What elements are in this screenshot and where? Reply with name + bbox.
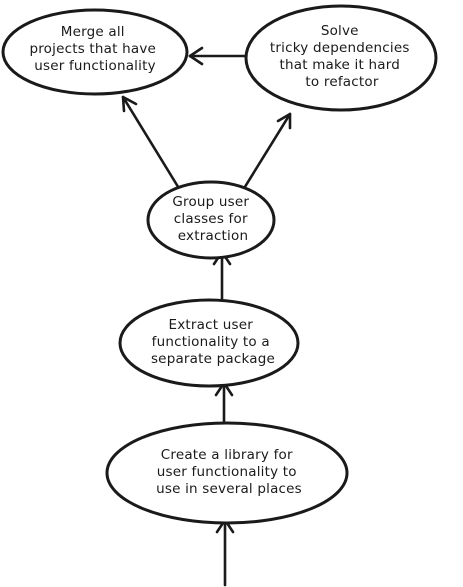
node-merge-line-3: user functionality — [34, 58, 156, 74]
edge-extract-to-group — [212, 250, 232, 304]
node-solve-line-4: to refactor — [305, 74, 378, 90]
edge-group-to-merge — [121, 95, 182, 192]
node-create-line-2: user functionality to — [157, 464, 297, 480]
node-create-shape — [105, 421, 349, 525]
edge-solve-to-merge — [188, 46, 252, 66]
node-extract-line-3: separate package — [151, 351, 275, 367]
edge-start-to-create — [215, 518, 235, 587]
node-solve-text: Solve tricky dependencies that make it h… — [270, 23, 414, 90]
node-group-line-3: extraction — [178, 228, 248, 244]
node-extract-text: Extract user functionality to a separate… — [151, 317, 275, 367]
node-solve-line-2: tricky dependencies — [270, 40, 410, 56]
node-group-shape — [146, 180, 276, 260]
node-merge-line-1: Merge all — [61, 24, 125, 40]
node-extract-line-1: Extract user — [169, 317, 254, 333]
node-group-text: Group user classes for extraction — [172, 194, 253, 244]
node-group-classes: Group user classes for extraction — [146, 180, 276, 260]
node-merge-text: Merge all projects that have user functi… — [29, 24, 160, 74]
node-extract-shape — [118, 298, 300, 388]
edge-group-to-solve — [241, 112, 292, 192]
node-group-line-2: classes for — [174, 211, 248, 227]
node-create-line-3: use in several places — [156, 481, 302, 497]
node-solve-shape — [244, 4, 438, 112]
node-solve-dependencies: Solve tricky dependencies that make it h… — [244, 4, 438, 112]
node-merge-projects: Merge all projects that have user functi… — [1, 8, 189, 96]
node-create-line-1: Create a library for — [161, 447, 293, 463]
node-merge-shape — [1, 8, 189, 96]
node-solve-line-1: Solve — [321, 23, 359, 39]
node-create-library: Create a library for user functionality … — [105, 421, 349, 525]
node-solve-line-3: that make it hard — [279, 57, 400, 73]
node-merge-line-2: projects that have — [29, 41, 156, 57]
node-extract-functionality: Extract user functionality to a separate… — [118, 298, 300, 388]
node-group-line-1: Group user — [172, 194, 249, 210]
node-create-text: Create a library for user functionality … — [156, 447, 302, 497]
node-extract-line-2: functionality to a — [152, 334, 270, 350]
